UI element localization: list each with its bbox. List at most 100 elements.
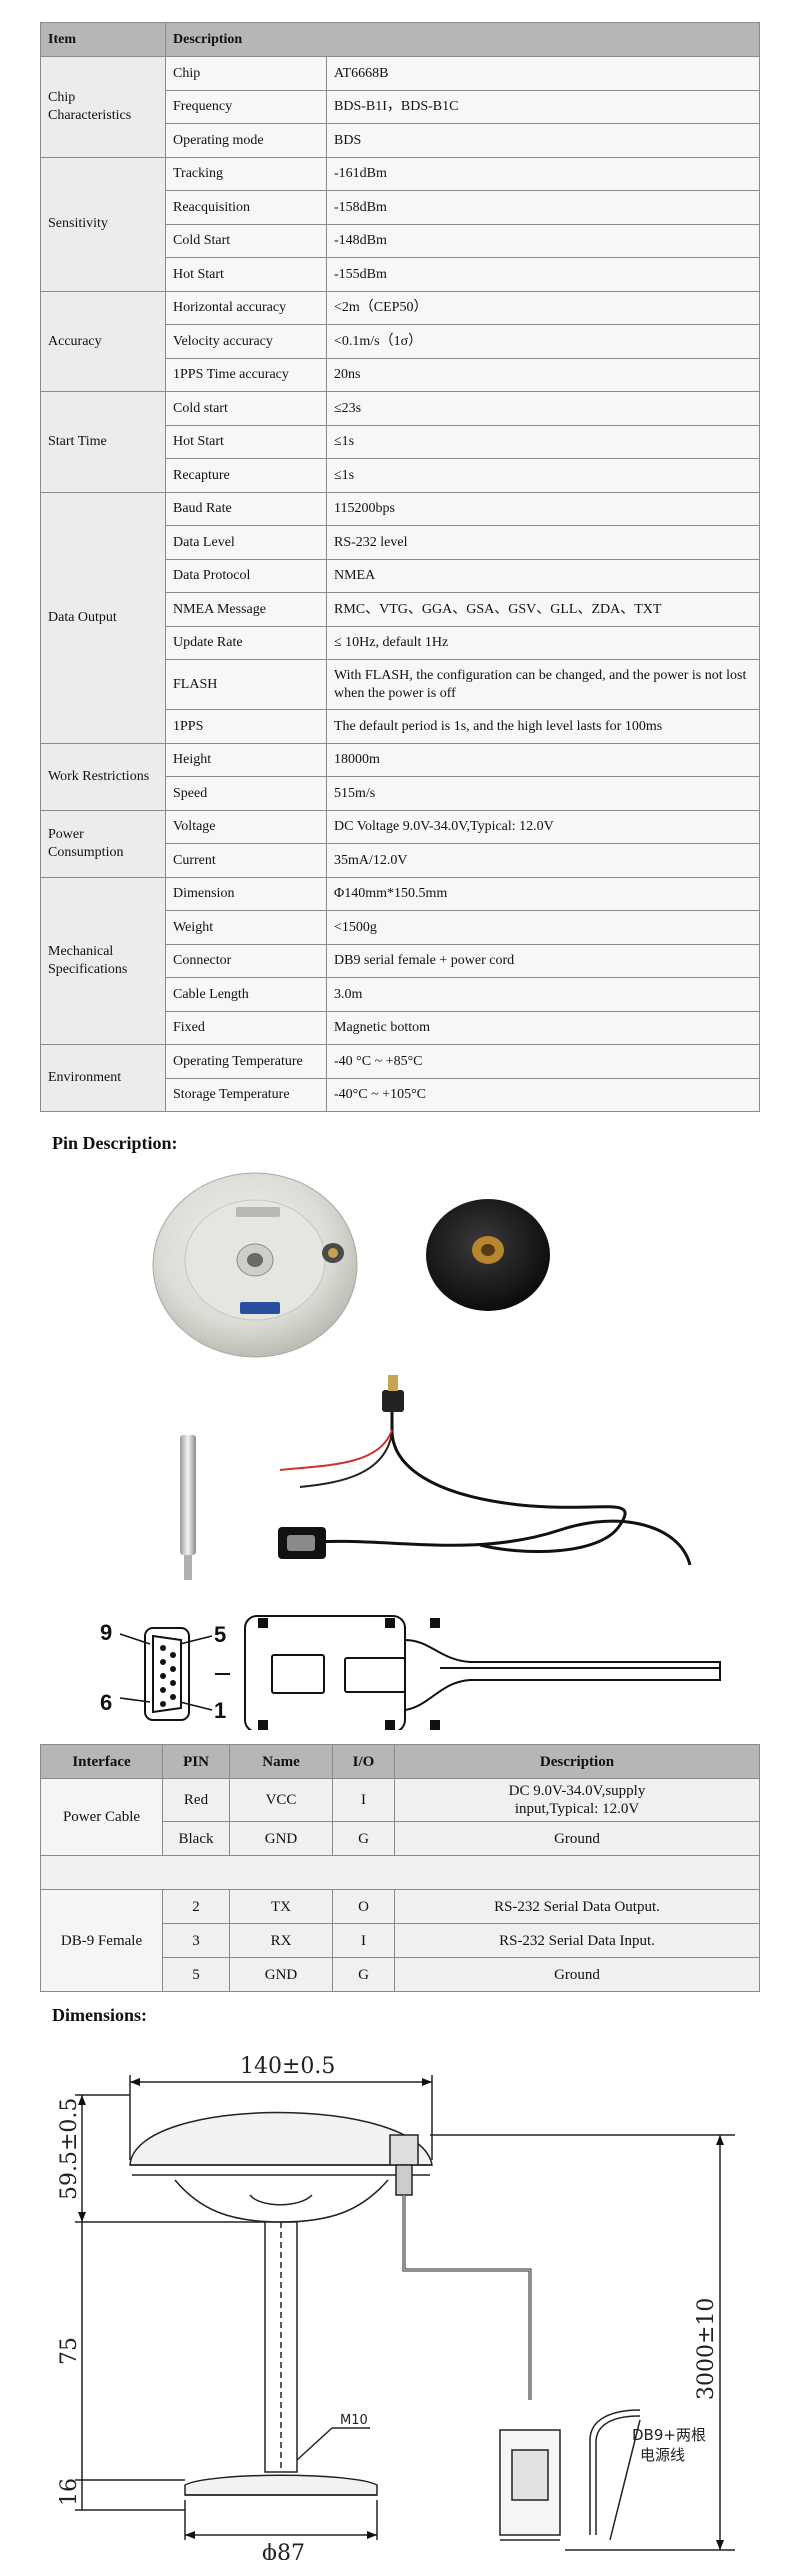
pin-row-spacer [40,1855,760,1890]
pin-header-name: Name [229,1744,333,1779]
pin-cell: VCC [229,1778,333,1822]
spec-parameter: Current [165,843,327,878]
spec-parameter: Hot Start [165,257,327,292]
spec-value: 515m/s [326,776,760,811]
dim-diameter-label: ϕ87 [262,2541,305,2560]
dim-connector-label-1: DB9+两根 [632,2426,706,2444]
spec-parameter: Hot Start [165,424,327,459]
spec-parameter: Data Protocol [165,558,327,593]
spec-row: Velocity accuracy<0.1m/s（1σ） [41,324,760,359]
pin-cell: 5 [162,1957,230,1992]
spec-row: Reacquisition-158dBm [41,190,760,225]
spec-row: Cold Start-148dBm [41,223,760,258]
pin-cell: Ground [394,1821,760,1856]
spec-value: ≤1s [326,458,760,493]
spec-parameter: Frequency [165,89,327,124]
spec-value: <2m（CEP50） [326,290,760,325]
cable-image [279,1375,692,1566]
db9-label-5: 5 [214,1622,226,1647]
spec-value: -40°C ~ +105°C [326,1077,760,1112]
spec-category: Sensitivity [40,156,166,292]
db9-pinout-drawing: 9 5 6 1 [100,1615,721,1730]
spec-value: DB9 serial female + power cord [326,943,760,978]
spec-parameter: Data Level [165,525,327,560]
spec-row: Storage Temperature-40°C ~ +105°C [41,1077,760,1112]
pin-cell: Red [162,1778,230,1822]
spec-parameter: Fixed [165,1010,327,1045]
pin-group-db9: DB-9 Female [40,1889,163,1992]
spec-category: Power Consumption [40,809,166,878]
pin-header-row: Interface PIN Name I/O Description [40,1744,760,1779]
mounting-rod-image [180,1435,196,1580]
pin-cell: 3 [162,1923,230,1958]
spec-parameter: Reacquisition [165,190,327,225]
spec-value: Φ140mm*150.5mm [326,876,760,911]
spec-parameter: NMEA Message [165,592,327,627]
spec-category: Environment [40,1044,166,1112]
spec-parameter: Height [165,742,327,777]
pin-row: 5 GND G Ground [41,1957,760,1992]
spec-value: -158dBm [326,190,760,225]
db9-connector-image [278,1527,326,1559]
pin-group-power: Power Cable [40,1778,163,1856]
spec-parameter: Cold start [165,391,327,426]
spec-category: Accuracy [40,290,166,392]
spec-value: With FLASH, the configuration can be cha… [326,659,760,710]
dim-stem-label: 75 [57,2337,82,2365]
spec-value: Magnetic bottom [326,1010,760,1045]
spec-value: -155dBm [326,257,760,292]
spec-value: ≤23s [326,391,760,426]
spec-row: Hot Start≤1s [41,424,760,459]
spec-category: Start Time [40,391,166,493]
pin-row: DB-9 Female 2 TX O RS-232 Serial Data Ou… [40,1889,760,1992]
pin-row: Black GND G Ground [41,1821,760,1856]
header-item: Item [40,22,166,57]
pin-cell: I [332,1923,395,1958]
spec-parameter: Chip [165,56,327,91]
spec-parameter: Update Rate [165,625,327,660]
header-description: Description [165,22,760,57]
pin-description-title: Pin Description: [52,1133,178,1153]
pin-cell: GND [229,1821,333,1856]
spec-parameter: Storage Temperature [165,1077,327,1112]
spec-value: DC Voltage 9.0V-34.0V,Typical: 12.0V [326,809,760,844]
spec-value: <0.1m/s（1σ） [326,324,760,359]
dim-width-label: 140±0.5 [240,2054,335,2079]
spec-value: BDS [326,123,760,158]
spec-value: <1500g [326,910,760,945]
db9-label-9: 9 [100,1620,112,1645]
pin-cell: TX [229,1889,333,1924]
spec-value: 115200bps [326,491,760,526]
spec-parameter: FLASH [165,659,327,710]
pin-cell: RX [229,1923,333,1958]
pin-row: Power Cable Red VCC I DC 9.0V-34.0V,supp… [40,1778,760,1856]
spec-category: Chip Characteristics [40,56,166,158]
spec-value: RMC、VTG、GGA、GSA、GSV、GLL、ZDA、TXT [326,592,760,627]
pin-cell: G [332,1957,395,1992]
spec-value: The default period is 1s, and the high l… [326,709,760,744]
spec-parameter: Dimension [165,876,327,911]
spec-category: Mechanical Specifications [40,876,166,1045]
dim-base-label: 16 [57,2478,82,2506]
spec-value: -40 °C ~ +85°C [326,1044,760,1079]
pin-header-interface: Interface [40,1744,163,1779]
spec-row: Weight<1500g [41,910,760,945]
pin-cell: RS-232 Serial Data Input. [394,1923,760,1958]
spec-row: Update Rate≤ 10Hz, default 1Hz [41,625,760,660]
spec-parameter: Operating Temperature [165,1044,327,1079]
